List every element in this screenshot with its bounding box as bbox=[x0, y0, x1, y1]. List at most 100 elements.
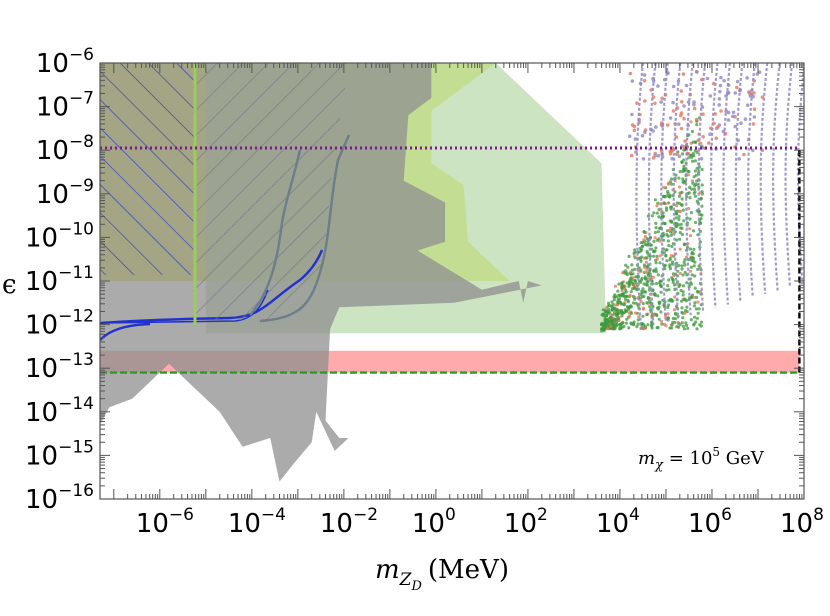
scatter-point bbox=[681, 316, 685, 320]
scatter-point bbox=[631, 294, 635, 298]
scatter-point bbox=[619, 302, 623, 306]
scatter-point bbox=[680, 321, 684, 325]
scatter-point bbox=[676, 321, 680, 325]
scatter-point bbox=[677, 185, 682, 189]
scatter-point bbox=[671, 278, 675, 282]
scatter-point bbox=[666, 318, 670, 322]
scatter-point bbox=[641, 306, 646, 310]
y-tick-label: 10−11 bbox=[25, 263, 94, 297]
scatter-point bbox=[622, 310, 627, 314]
scatter-point bbox=[677, 217, 681, 222]
scatter-point bbox=[689, 265, 694, 269]
scatter-point bbox=[692, 191, 696, 195]
scatter-point bbox=[633, 248, 637, 252]
scatter-point bbox=[671, 109, 676, 113]
scatter-point bbox=[700, 167, 704, 172]
scatter-point bbox=[682, 148, 686, 152]
scatter-point bbox=[676, 122, 681, 126]
y-tick-label: 10−9 bbox=[36, 176, 94, 210]
x-tick-label: 102 bbox=[504, 505, 548, 539]
scatter-point bbox=[658, 239, 662, 243]
scatter-point bbox=[616, 289, 620, 293]
scatter-point bbox=[674, 212, 679, 216]
scatter-point bbox=[685, 323, 689, 327]
scatter-point bbox=[660, 96, 664, 101]
scatter-point bbox=[676, 269, 680, 273]
scatter-point bbox=[695, 123, 699, 127]
contour-line bbox=[709, 63, 719, 309]
scatter-point bbox=[644, 277, 648, 281]
scatter-point bbox=[642, 263, 647, 267]
gray-hatched-region bbox=[193, 63, 349, 320]
scatter-point bbox=[694, 173, 698, 177]
scatter-point bbox=[642, 230, 646, 234]
contour-line bbox=[672, 63, 682, 319]
scatter-point bbox=[677, 154, 682, 159]
scatter-point bbox=[639, 249, 643, 253]
scatter-point bbox=[643, 326, 648, 330]
scatter-point bbox=[642, 290, 647, 294]
scatter-point bbox=[602, 321, 606, 325]
scatter-point bbox=[693, 159, 698, 163]
y-tick-label: 10−13 bbox=[25, 350, 94, 384]
scatter-point bbox=[692, 304, 697, 308]
scatter-point bbox=[617, 311, 621, 315]
scatter-point bbox=[680, 306, 684, 310]
scatter-point bbox=[737, 157, 741, 161]
scatter-point bbox=[645, 268, 649, 272]
scatter-point bbox=[751, 122, 756, 126]
scatter-point bbox=[696, 267, 700, 271]
scatter-point bbox=[658, 300, 662, 304]
scatter-point bbox=[655, 204, 659, 208]
scatter-point bbox=[661, 214, 666, 218]
scatter-point bbox=[665, 233, 669, 237]
x-tick-label: 10−2 bbox=[320, 505, 378, 539]
scatter-point bbox=[667, 243, 671, 248]
scatter-point bbox=[687, 285, 691, 289]
scatter-point bbox=[623, 271, 627, 275]
scatter-point bbox=[666, 239, 670, 243]
scatter-point bbox=[667, 299, 671, 303]
scatter-point bbox=[690, 179, 695, 183]
scatter-point bbox=[655, 238, 660, 242]
scatter-point bbox=[735, 79, 740, 84]
scatter-point bbox=[674, 265, 678, 269]
scatter-point bbox=[651, 275, 656, 279]
scatter-point bbox=[606, 304, 610, 308]
scatter-point bbox=[644, 260, 649, 264]
scatter-point bbox=[610, 327, 614, 331]
scatter-point bbox=[633, 297, 637, 301]
scatter-point bbox=[631, 272, 635, 276]
scatter-point bbox=[673, 311, 678, 316]
scatter-point bbox=[648, 305, 652, 309]
scatter-point bbox=[642, 270, 646, 274]
scatter-point bbox=[626, 265, 630, 269]
scatter-point bbox=[689, 211, 694, 215]
scatter-point bbox=[690, 256, 695, 260]
scatter-point bbox=[692, 315, 697, 319]
plot-area bbox=[100, 63, 804, 482]
scatter-point bbox=[699, 196, 703, 200]
scatter-point bbox=[689, 282, 693, 286]
scatter-point bbox=[610, 308, 615, 312]
scatter-point bbox=[652, 239, 656, 243]
scatter-point bbox=[668, 258, 672, 262]
scatter-point bbox=[665, 194, 669, 198]
scatter-point bbox=[656, 294, 660, 298]
y-tick-label: 10−6 bbox=[36, 45, 94, 79]
scatter-point bbox=[678, 271, 683, 276]
scatter-point bbox=[624, 321, 629, 325]
scatter-point bbox=[665, 259, 669, 263]
scatter-point bbox=[659, 310, 663, 314]
scatter-point bbox=[655, 313, 659, 317]
scatter-point bbox=[666, 312, 670, 316]
scatter-point bbox=[648, 308, 653, 312]
scatter-point bbox=[695, 316, 700, 320]
scatter-point bbox=[682, 260, 686, 264]
scatter-point bbox=[642, 238, 646, 242]
scatter-point bbox=[625, 317, 629, 321]
scatter-point bbox=[731, 114, 735, 119]
scatter-point bbox=[656, 230, 661, 234]
scatter-point bbox=[655, 257, 659, 261]
scatter-point bbox=[717, 103, 721, 107]
